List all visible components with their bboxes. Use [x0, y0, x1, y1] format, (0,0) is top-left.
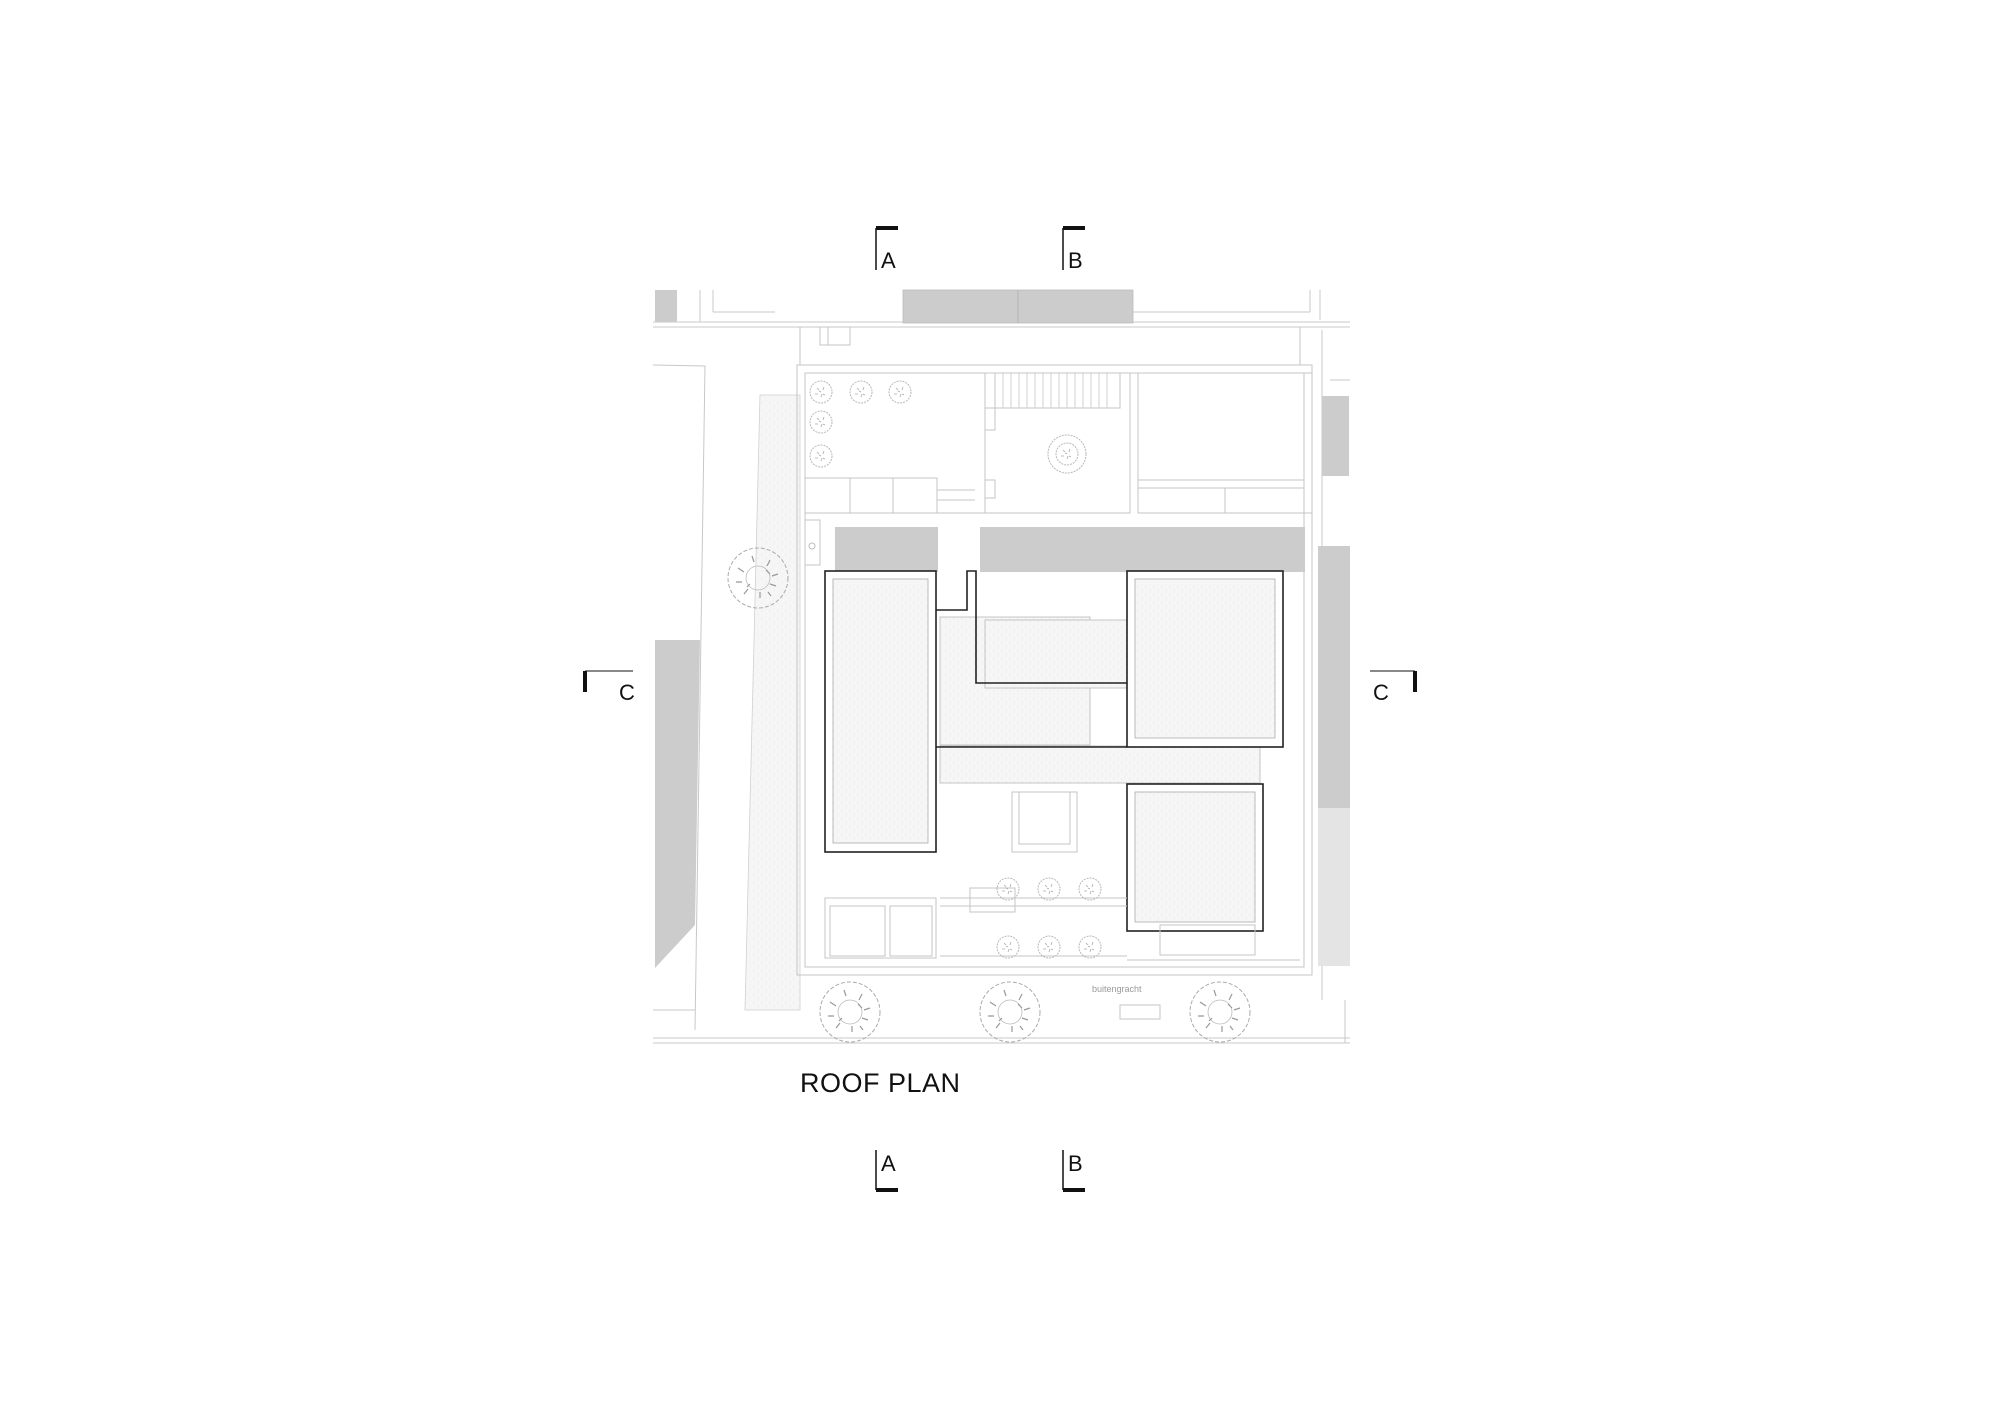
small-tree-icon: [1078, 877, 1102, 901]
small-tree-icon: [996, 877, 1020, 901]
street-tree-icon: [979, 981, 1041, 1043]
section-marker-top-a: [875, 226, 898, 270]
drawing-title: ROOF PLAN: [800, 1068, 961, 1098]
neighbour-buildings: [655, 289, 1350, 968]
section-label-right-c: C: [1373, 680, 1389, 705]
small-tree-icon: [809, 410, 833, 434]
section-marker-right-c: [1370, 670, 1417, 692]
shaded-bands: [804, 519, 1305, 572]
street-tree-icon: [1189, 981, 1251, 1043]
small-tree-icon: [996, 935, 1020, 959]
small-tree-icon: [849, 380, 873, 404]
section-marker-bottom-a: [875, 1150, 898, 1192]
parapet-line: [936, 570, 1127, 684]
south-zone: [824, 791, 1300, 961]
small-tree-icon: [809, 380, 833, 404]
landscape-strip-left: [744, 394, 801, 1011]
section-marker-bottom-b: [1062, 1150, 1085, 1192]
courtyard-tree-icon: [1055, 442, 1079, 466]
room-northeast: [1137, 372, 1313, 514]
section-label-left-c: C: [619, 680, 635, 705]
small-tree-icon: [1037, 935, 1061, 959]
roof-volume-west: [824, 570, 937, 853]
roof-area-central: [939, 616, 1261, 784]
roof-volume-northeast: [1126, 570, 1284, 748]
section-label-top-a: A: [881, 248, 896, 273]
street-name-label: buitengracht: [1092, 984, 1142, 994]
courtyard-north: [984, 372, 1139, 514]
section-marker-left-c: [583, 670, 633, 692]
section-label-bottom-b: B: [1068, 1151, 1083, 1176]
section-label-bottom-a: A: [881, 1151, 896, 1176]
small-tree-icon: [809, 444, 833, 468]
small-tree-icon: [888, 380, 912, 404]
street-furniture: [1119, 1004, 1161, 1020]
street-tree-icon: [819, 981, 881, 1043]
section-marker-top-b: [1062, 226, 1085, 270]
small-tree-icon: [1037, 877, 1061, 901]
section-label-top-b: B: [1068, 248, 1083, 273]
roof-volume-southeast: [1126, 783, 1264, 932]
small-tree-icon: [1078, 935, 1102, 959]
